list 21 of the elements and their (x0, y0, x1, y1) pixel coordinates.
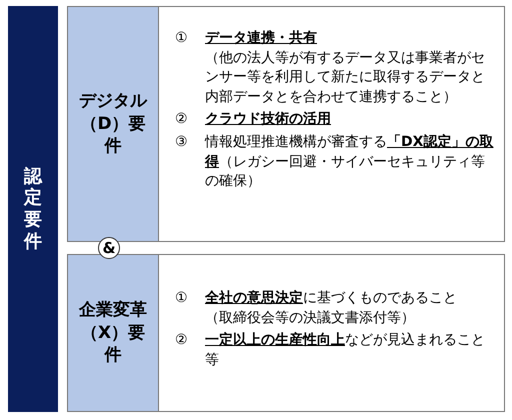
heading-text: デジタル（D）要件 (78, 90, 148, 158)
category-bar (8, 6, 58, 412)
item-number: ① (175, 289, 189, 308)
requirement-panel (158, 254, 505, 412)
item-text: 情報処理推進機構が審査する「DX認定」の取得（レガシー回避・サイバーセキュリティ等の確保） (205, 132, 494, 192)
item-number: ① (175, 29, 189, 48)
item-heading: クラウド技術の活用 (205, 110, 332, 130)
item-text: （他の法人等が有するデータ又は事業者がセンサー等を利用して新たに取得するデータと内部データとを合わせて連携すること） (205, 48, 486, 107)
heading-text: 企業変革（X）要件 (78, 298, 148, 368)
item-text: 一定以上の生産性向上などが見込まれること等 (205, 331, 486, 370)
item-heading: データ連携・共有 (205, 29, 318, 48)
item-text: （取締役会等の決議文書添付等） (205, 308, 416, 328)
item-number: ② (175, 110, 189, 130)
item-text: 全社の意思決定に基づくものであること (205, 289, 458, 308)
item-number: ③ (175, 132, 189, 152)
ampersand-sign: & (102, 239, 116, 257)
item-number: ② (175, 331, 189, 350)
requirement-heading-panel (67, 6, 159, 242)
requirement-heading-panel (67, 254, 159, 412)
heading-text: 認定要件 (23, 166, 43, 252)
requirement-panel (158, 6, 505, 242)
